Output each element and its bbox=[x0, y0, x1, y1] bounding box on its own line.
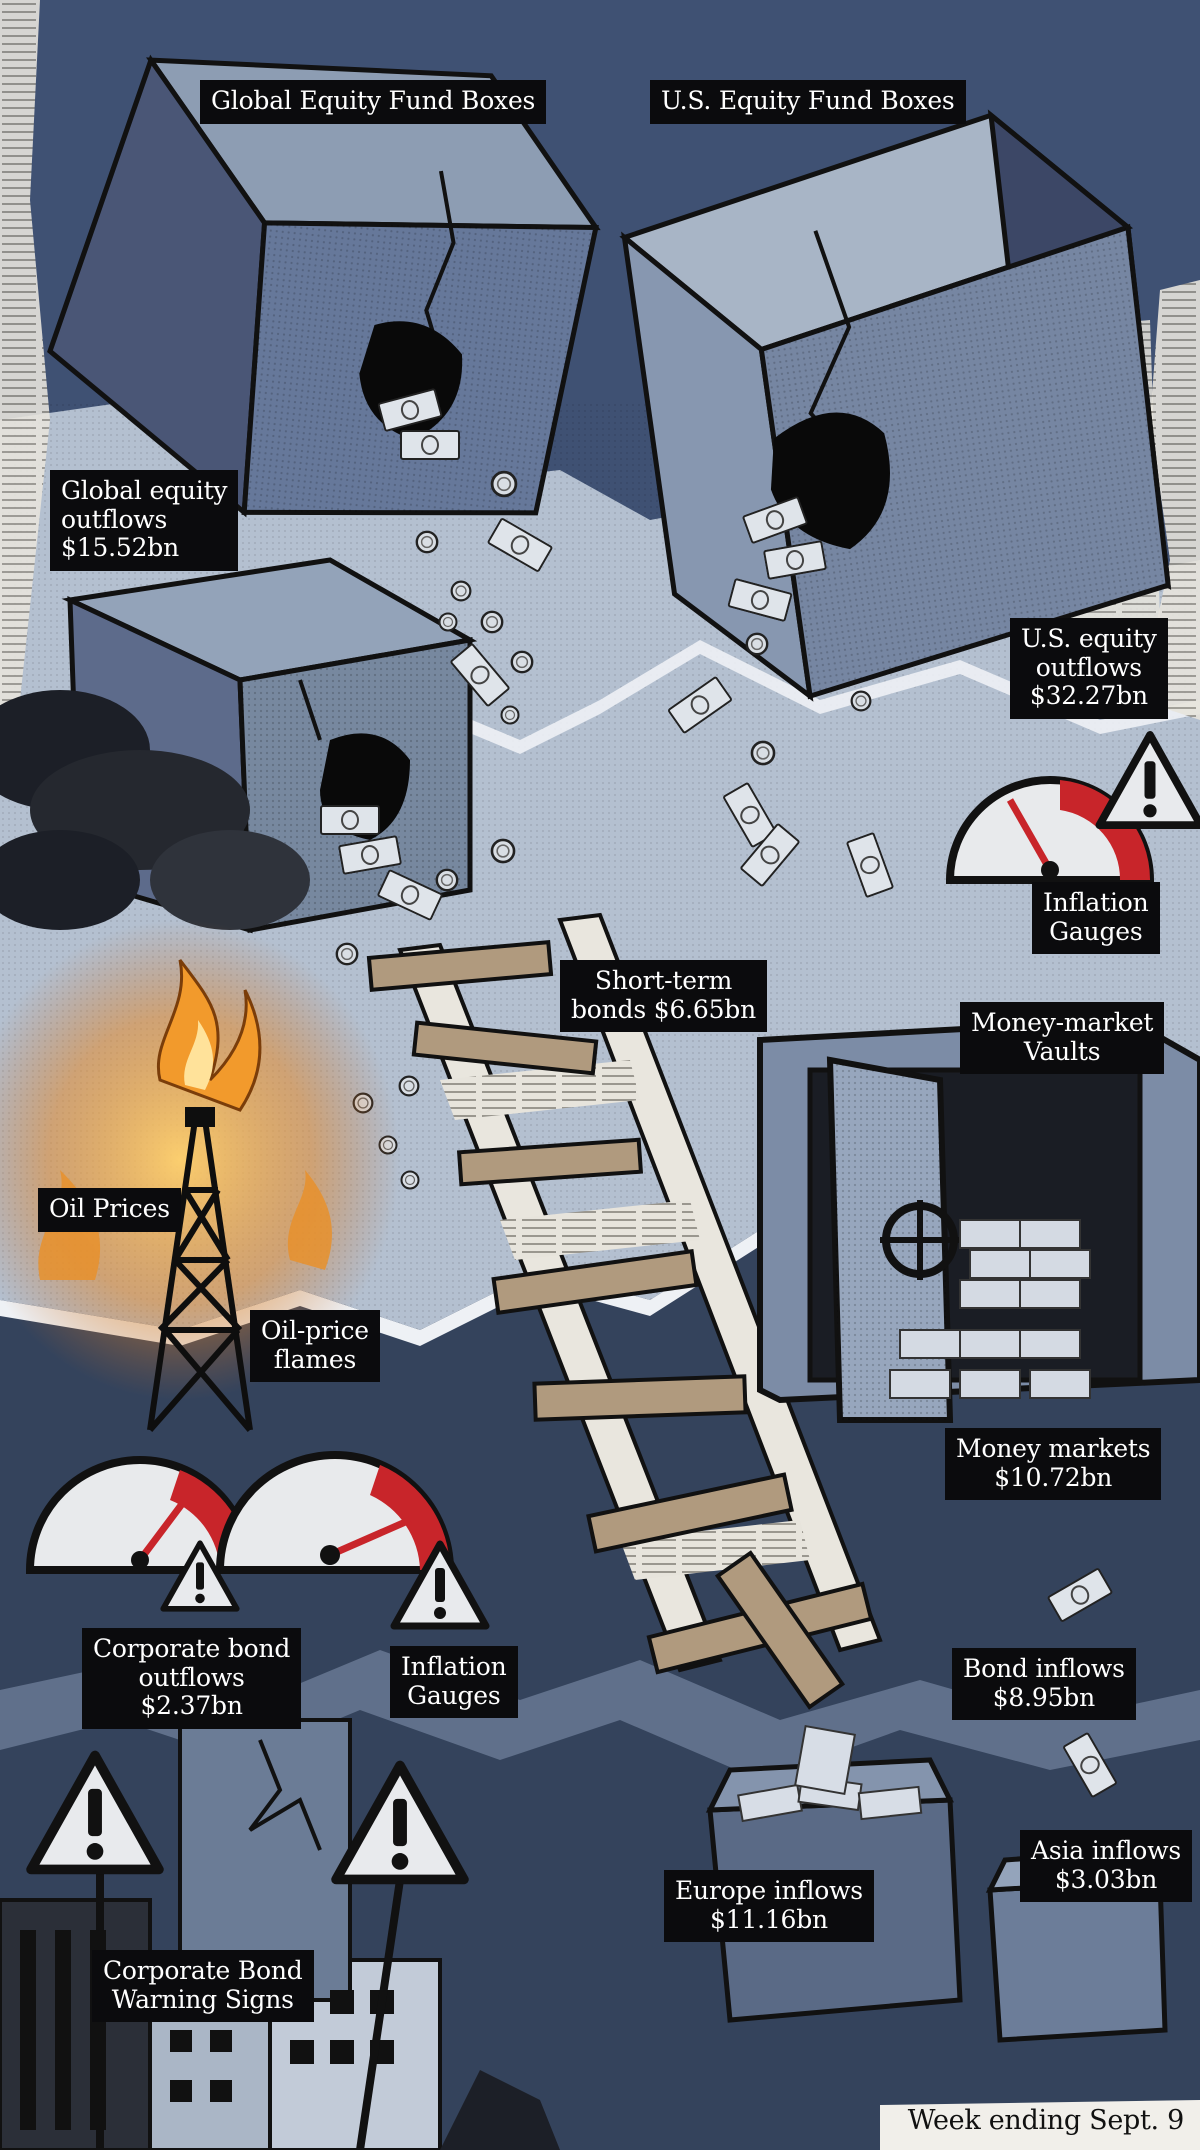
week-ending-footer: Week ending Sept. 9 bbox=[907, 2105, 1185, 2136]
corporate-bond-warning-signs-label: Corporate Bond Warning Signs bbox=[92, 1950, 314, 2022]
asia-inflows-label: Asia inflows $3.03bn bbox=[1020, 1830, 1192, 1902]
us-equity-outflows-label: U.S. equity outflows $32.27bn bbox=[1010, 618, 1168, 719]
europe-open-box-icon bbox=[705, 1724, 963, 2023]
oil-prices-label: Oil Prices bbox=[38, 1188, 181, 1232]
global-equity-outflows-label: Global equity outflows $15.52bn bbox=[50, 470, 239, 571]
short-term-bonds-label: Short-term bonds $6.65bn bbox=[560, 960, 768, 1032]
global-equity-crate-icon bbox=[47, 54, 601, 518]
smoke-icon bbox=[0, 690, 310, 930]
us-equity-fund-boxes-label: U.S. Equity Fund Boxes bbox=[650, 80, 966, 124]
money-markets-label: Money markets $10.72bn bbox=[945, 1428, 1162, 1500]
ladder-icon bbox=[366, 912, 883, 1710]
newspaper-scrap-left bbox=[0, 0, 50, 720]
corporate-bond-outflows-label: Corporate bond outflows $2.37bn bbox=[82, 1628, 302, 1729]
oil-price-flames-label: Oil-price flames bbox=[250, 1310, 380, 1382]
money-market-vaults-label: Money-market Vaults bbox=[960, 1002, 1165, 1074]
fire-glow bbox=[0, 920, 400, 1400]
inflation-gauges-left-label: Inflation Gauges bbox=[390, 1646, 518, 1718]
us-equity-crate-icon bbox=[619, 109, 1172, 702]
global-equity-fund-boxes-label: Global Equity Fund Boxes bbox=[200, 80, 547, 124]
inflation-gauges-right-label: Inflation Gauges bbox=[1032, 882, 1160, 954]
inflation-gauge-right-icon bbox=[945, 776, 1155, 884]
europe-inflows-label: Europe inflows $11.16bn bbox=[664, 1870, 874, 1942]
flame-icon bbox=[38, 959, 333, 1280]
newspaper-scrap-right bbox=[1140, 280, 1200, 720]
vault-icon bbox=[757, 1016, 1200, 1423]
inflation-gauge-left-icon bbox=[215, 1451, 455, 1574]
bond-inflows-label: Bond inflows $8.95bn bbox=[952, 1648, 1136, 1720]
oil-derrick-icon bbox=[147, 1107, 253, 1432]
